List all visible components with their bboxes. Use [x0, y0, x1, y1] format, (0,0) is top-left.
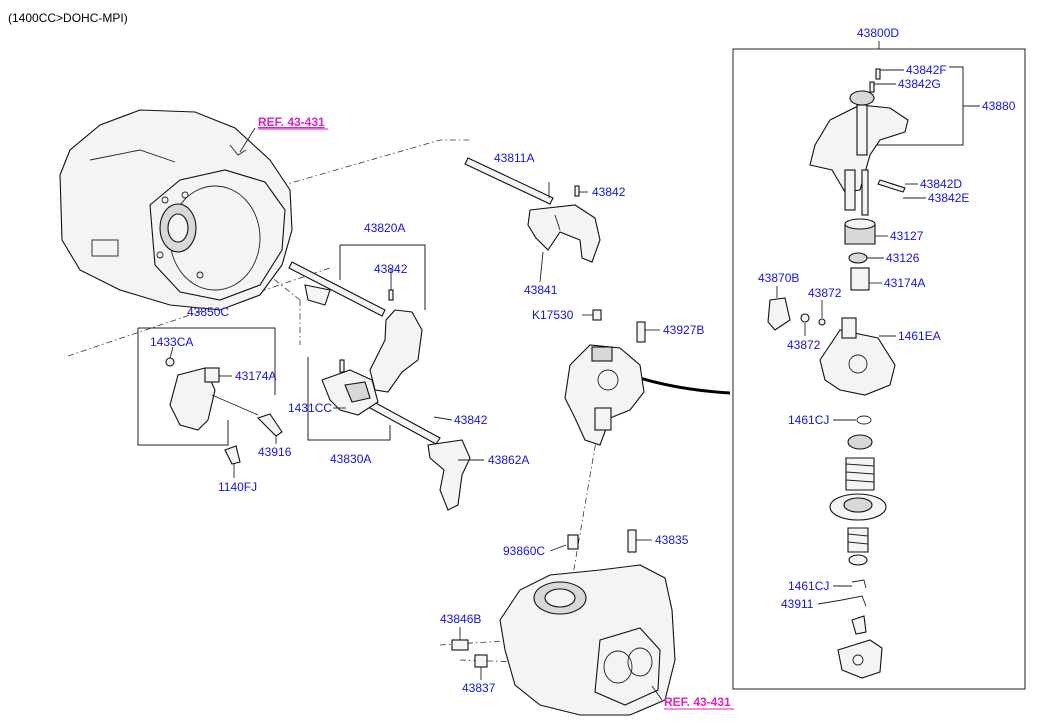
label-43127: 43127: [890, 229, 924, 243]
label-43811a: 43811A: [494, 151, 534, 165]
leader-lines: [169, 69, 926, 680]
label-1433ca: 1433CA: [150, 335, 193, 349]
label-1461cj-top: 1461CJ: [788, 413, 829, 427]
label-43850c: 43850C: [187, 305, 229, 319]
label-43872-top: 43872: [808, 286, 842, 300]
label-43870b: 43870B: [758, 271, 799, 285]
transmission-case-top: [59, 109, 293, 311]
shift-rail-43830a: [321, 359, 471, 511]
selector-housing: [564, 309, 646, 446]
label-43174a-left: 43174A: [235, 369, 276, 383]
label-k17530: K17530: [532, 308, 574, 322]
label-43842-rail: 43842: [592, 185, 626, 199]
label-43830a: 43830A: [330, 452, 371, 466]
label-1461ea: 1461EA: [898, 329, 941, 343]
label-43800d: 43800D: [857, 26, 899, 40]
label-43126: 43126: [886, 251, 920, 265]
label-43911: 43911: [781, 597, 814, 611]
label-43841: 43841: [524, 283, 558, 297]
label-43842-lower: 43842: [454, 413, 488, 427]
ref-top-link[interactable]: REF. 43-431: [258, 115, 325, 129]
label-43916: 43916: [258, 445, 292, 459]
label-43842d: 43842D: [920, 177, 962, 191]
shift-lever-43850c: [165, 357, 283, 465]
label-93860c: 93860C: [503, 544, 545, 558]
shift-rail-43811a: [464, 157, 601, 263]
label-43842-mid: 43842: [374, 262, 408, 276]
label-43846b: 43846B: [440, 612, 481, 626]
label-43880: 43880: [982, 99, 1016, 113]
ref-bottom-link[interactable]: REF. 43-431: [664, 695, 731, 709]
label-43835: 43835: [655, 533, 689, 547]
label-43820a: 43820A: [364, 221, 405, 235]
assembly-43800d-parts: [767, 68, 909, 679]
label-1431cc: 1431CC: [288, 401, 332, 415]
label-43842g: 43842G: [898, 77, 941, 91]
label-43842e: 43842E: [928, 191, 969, 205]
shift-rail-43820a: [288, 261, 423, 393]
label-1140fj: 1140FJ: [218, 480, 257, 494]
transmission-case-bottom: [451, 529, 676, 716]
label-43862a: 43862A: [488, 453, 529, 467]
label-43174a-right: 43174A: [884, 276, 925, 290]
label-43872-bottom: 43872: [787, 338, 821, 352]
label-43837: 43837: [462, 681, 496, 695]
label-43927b: 43927B: [663, 323, 704, 337]
label-43842f: 43842F: [906, 63, 947, 77]
label-1461cj-bottom: 1461CJ: [788, 579, 829, 593]
model-header: (1400CC>DOHC-MPI): [8, 11, 128, 25]
